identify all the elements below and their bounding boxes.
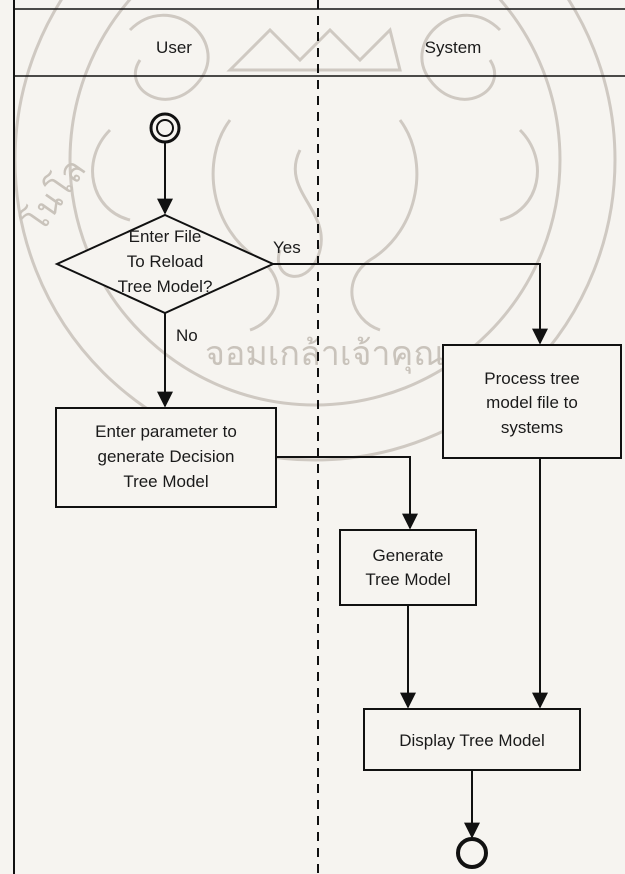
edge-label-no: No xyxy=(176,326,198,345)
start-node xyxy=(151,114,179,142)
lane-title-user: User xyxy=(156,38,192,57)
process-line-1: Process tree xyxy=(484,369,579,388)
decision-reload-file: Enter File To Reload Tree Model? xyxy=(57,215,273,313)
edge-label-yes: Yes xyxy=(273,238,301,257)
generate-line-1: Generate xyxy=(373,546,444,565)
action-enter-parameter: Enter parameter to generate Decision Tre… xyxy=(56,408,276,507)
lane-title-system: System xyxy=(425,38,482,57)
generate-line-2: Tree Model xyxy=(365,570,450,589)
display-label: Display Tree Model xyxy=(399,731,545,750)
action-generate-tree-model: Generate Tree Model xyxy=(340,530,476,605)
edge-yes-to-process xyxy=(273,264,540,343)
enter-parameter-line-1: Enter parameter to xyxy=(95,422,237,441)
decision-line-2: To Reload xyxy=(127,252,204,271)
enter-parameter-line-3: Tree Model xyxy=(123,472,208,491)
decision-line-1: Enter File xyxy=(129,227,202,246)
action-process-tree-file: Process tree model file to systems xyxy=(443,345,621,458)
decision-line-3: Tree Model? xyxy=(118,277,213,296)
end-node xyxy=(458,839,486,867)
enter-parameter-line-2: generate Decision xyxy=(97,447,234,466)
action-display-tree-model: Display Tree Model xyxy=(364,709,580,770)
process-line-3: systems xyxy=(501,418,563,437)
edge-parameter-to-generate xyxy=(276,457,410,528)
process-line-2: model file to xyxy=(486,393,578,412)
watermark-side-text: โนโล xyxy=(15,151,94,240)
